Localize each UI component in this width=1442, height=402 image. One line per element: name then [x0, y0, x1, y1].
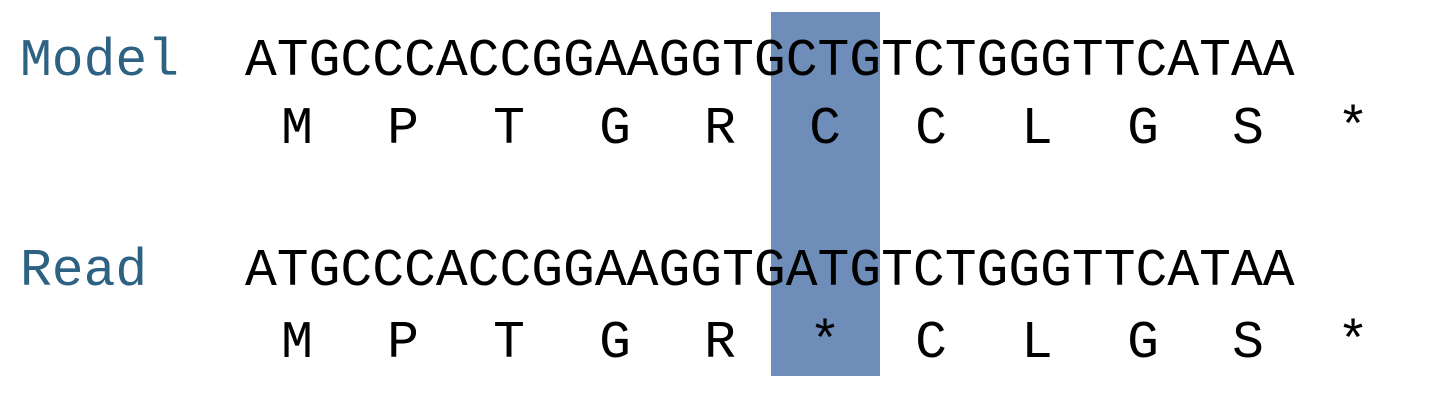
model-aminoacid: C — [915, 99, 947, 159]
model-aminoacid-row: M P T G R C C L G S * — [0, 99, 1442, 159]
model-aminoacid: L — [1021, 99, 1053, 159]
read-aminoacid: S — [1232, 313, 1264, 373]
model-label: Model — [20, 31, 180, 91]
model-aminoacid: T — [493, 99, 525, 159]
read-aminoacid: P — [387, 313, 419, 373]
model-aminoacid: M — [281, 99, 313, 159]
read-aminoacid: R — [704, 313, 736, 373]
read-aminoacid: G — [599, 313, 631, 373]
read-aminoacid: G — [1127, 313, 1159, 373]
read-aminoacid-row: M P T G R * C L G S * — [0, 313, 1442, 373]
model-aminoacid: S — [1232, 99, 1264, 159]
model-aminoacid: * — [1337, 99, 1369, 159]
model-aminoacid: P — [387, 99, 419, 159]
model-aminoacid: G — [1127, 99, 1159, 159]
read-aminoacid: * — [1337, 313, 1369, 373]
highlighted-codon-column — [771, 12, 880, 376]
read-aminoacid: T — [493, 313, 525, 373]
model-aminoacid: G — [599, 99, 631, 159]
read-aminoacid: L — [1021, 313, 1053, 373]
model-aminoacid: R — [704, 99, 736, 159]
model-dna-sequence: ATGCCCACCGGAAGGTGCTGTCTGGGTTCATAA — [245, 31, 1295, 91]
read-dna-sequence: ATGCCCACCGGAAGGTGATGTCTGGGTTCATAA — [245, 241, 1295, 301]
read-aminoacid: C — [915, 313, 947, 373]
read-label: Read — [20, 241, 148, 301]
read-aminoacid: M — [281, 313, 313, 373]
model-aminoacid: C — [809, 99, 841, 159]
read-aminoacid: * — [809, 313, 841, 373]
